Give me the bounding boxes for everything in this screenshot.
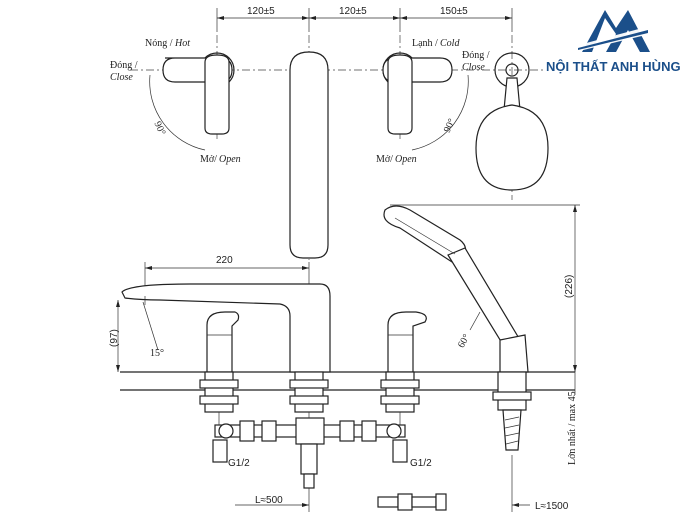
label-cold-en: Cold: [440, 38, 460, 49]
hot-handle-front-view: [206, 311, 240, 373]
dim-hose-left: L≈500: [255, 495, 283, 506]
dim-deck-thickness: Lớn nhất / max 45: [567, 391, 578, 465]
dim-thread-right: G1/2: [410, 458, 432, 469]
dim-handle-angle-left: 90°: [152, 120, 168, 137]
under-deck-valves: [199, 371, 532, 413]
dim-handle-angle-right: 90°: [442, 117, 458, 134]
label-hot-vi: Nóng /: [145, 38, 173, 49]
dim-thread-left: G1/2: [228, 458, 250, 469]
label-open-right-vi: Mở/: [376, 154, 393, 165]
logo-text: NỘI THẤT ANH HÙNG: [546, 59, 681, 74]
dim-spout-angle: 15°: [150, 348, 164, 359]
label-cold-vi: Lạnh /: [412, 38, 438, 49]
dim-spout-height: (97): [109, 329, 120, 347]
top-dimension-lines: [216, 8, 513, 32]
label-close-left-vi: Đóng /: [110, 60, 138, 71]
hand-shower-front-view: [383, 205, 529, 373]
dim-top-left: 120±5: [247, 6, 275, 17]
spout-top-view: [289, 51, 329, 259]
spare-connector: [377, 493, 447, 511]
label-open-left-vi: Mở/: [200, 154, 217, 165]
label-close-right-vi: Đóng /: [462, 50, 490, 61]
label-open-left-en: Open: [219, 154, 241, 165]
inlet-connectors: [212, 409, 522, 489]
dim-top-mid: 120±5: [339, 6, 367, 17]
label-open-right-en: Open: [395, 154, 417, 165]
dim-shower-height: (226): [564, 275, 575, 298]
cold-handle-front-view: [387, 311, 427, 373]
logo-mark-icon: [582, 10, 650, 52]
label-hot-en: Hot: [174, 38, 190, 49]
hand-shower-top-view: [475, 52, 549, 191]
hot-handle-top-view: [149, 52, 235, 151]
crossover-pipe: [214, 412, 406, 445]
dim-top-right: 150±5: [440, 6, 468, 17]
dim-spout-length: 220: [216, 255, 233, 266]
brand-logo: NỘI THẤT ANH HÙNG: [546, 10, 681, 74]
label-close-left-en: Close: [110, 72, 133, 83]
dim-shower-angle: 60°: [456, 332, 473, 350]
label-close-right-en: Close: [462, 62, 485, 73]
cold-handle-top-view: [382, 52, 469, 151]
dim-hose-right: L≈1500: [535, 501, 569, 512]
